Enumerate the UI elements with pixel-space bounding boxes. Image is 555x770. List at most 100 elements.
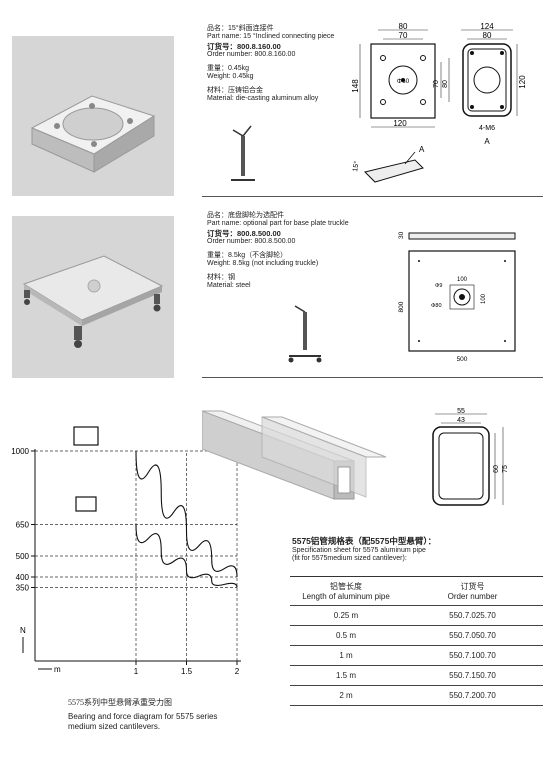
x-tick-label: 1 — [134, 667, 139, 676]
product2-info: 品名：底盘脚轮为选配件 Part name: optional part for… — [207, 212, 349, 290]
spec-length-cell: 2 m — [290, 685, 402, 706]
dim-100b: 100 — [481, 293, 487, 304]
product2-material-en: Material: steel — [207, 282, 251, 289]
inclined-connector-illustration — [30, 95, 156, 173]
dim-30: 30 — [398, 231, 405, 239]
product2-weight-en: Weight: 8.5kg (not including truckle) — [207, 260, 319, 267]
chart-caption-en-2: medium sized cantilevers. — [68, 722, 161, 731]
pipe-profile-drawing: 55 43 60 75 — [432, 408, 509, 506]
dim-43: 43 — [457, 417, 465, 424]
spec-order-cell: 550.7.150.70 — [402, 665, 543, 686]
spec-length-cell: 0.25 m — [290, 605, 402, 626]
chart-caption: 5575系列中型悬臂承重受力图 Bearing and force diagra… — [68, 698, 217, 732]
dim-148: 148 — [351, 79, 360, 93]
dim-70: 70 — [399, 31, 408, 40]
product1-name-cn: 品名：15°斜面连接件 — [207, 25, 274, 32]
product1-info: 品名：15°斜面连接件 Part name: 15 °Inclined conn… — [207, 25, 334, 103]
product1-technical-drawing: 80 70 Φ60 148 70 80 120 124 80 120 4-M6 … — [351, 22, 527, 183]
product2-small-stand-drawing — [288, 305, 322, 363]
spec-order-cell: 550.7.025.70 — [402, 605, 543, 626]
spec-header-row: 铝管长度 Length of aluminum pipe 订货号 Order n… — [290, 576, 543, 606]
product2-name-en: Part name: optional part for base plate … — [207, 220, 349, 227]
spec-title-en-1: Specification sheet for 5575 aluminum pi… — [292, 547, 426, 554]
product1-material-en: Material: die-casting aluminum alloy — [207, 95, 319, 102]
spec-length-cell: 1.5 m — [290, 665, 402, 686]
product1-weight-en: Weight: 0.45kg — [207, 73, 254, 80]
y-tick-label: 1000 — [11, 447, 29, 456]
series-line-2 — [135, 524, 238, 588]
dim-124: 124 — [480, 22, 494, 31]
dim-70b: 70 — [433, 80, 440, 88]
dim-phi60: Φ60 — [397, 78, 410, 85]
spec-order-cell: 550.7.100.70 — [402, 645, 543, 666]
y-tick-label: 350 — [16, 584, 30, 593]
aluminum-pipe-illustration — [202, 410, 387, 500]
product1-weight-cn: 重量：0.45kg — [207, 65, 250, 72]
section-label-a: A — [484, 137, 490, 146]
dim-80c: 80 — [442, 80, 449, 88]
spec-length-cell: 0.5 m — [290, 625, 402, 646]
product1-small-stand-drawing — [231, 125, 255, 181]
y-axis-label: N — [20, 626, 26, 635]
spec-col1-cn: 铝管长度 — [330, 582, 362, 591]
spec-title-en-2: (fit for 5575medium sized cantilever): — [292, 555, 407, 562]
spec-length-cell: 1 m — [290, 645, 402, 666]
product2-technical-drawing: 30 800 100 100 Φ9 Φ80 500 — [398, 231, 516, 363]
dim-55: 55 — [457, 408, 465, 415]
dim-80: 80 — [399, 22, 408, 31]
product2-material-cn: 材料：钢 — [207, 274, 235, 281]
base-plate-illustration — [22, 255, 164, 348]
product2-order-en: Order number: 800.8.500.00 — [207, 238, 296, 245]
divider-2 — [202, 377, 543, 378]
section-label-a2: A — [419, 145, 425, 154]
dim-500: 500 — [457, 356, 468, 363]
product-photo-inclined-connector — [12, 36, 174, 196]
dim-75: 75 — [502, 465, 509, 473]
spec-heading: 5575铝管规格表（配5575中型悬臂）： Specification shee… — [292, 535, 436, 563]
product2-name-cn: 品名：底盘脚轮为选配件 — [207, 212, 284, 219]
spec-col-length: 铝管长度 Length of aluminum pipe — [290, 576, 402, 606]
product-photo-base-plate — [12, 216, 174, 378]
spec-col2-cn: 订货号 — [460, 582, 485, 591]
spec-col-order: 订货号 Order number — [402, 576, 543, 606]
chart-caption-en-1: Bearing and force diagram for 5575 serie… — [68, 712, 218, 721]
product1-order-en: Order number: 800.8.160.00 — [207, 51, 296, 58]
x-tick-label: 1.5 — [181, 667, 193, 676]
product2-order-cn: 订货号：800.8.500.00 — [207, 229, 281, 238]
x-axis-label: m — [54, 665, 61, 674]
dim-800: 800 — [398, 301, 405, 312]
dim-phi9: Φ9 — [435, 283, 442, 289]
spec-table: 铝管长度 Length of aluminum pipe 订货号 Order n… — [290, 576, 543, 706]
chart-caption-cn: 5575系列中型悬臂承重受力图 — [68, 698, 172, 707]
dim-80b: 80 — [483, 31, 492, 40]
product1-name-en: Part name: 15 °Inclined connecting piece — [207, 33, 335, 40]
dim-100: 100 — [457, 277, 468, 283]
spec-title-cn: 5575铝管规格表（配5575中型悬臂）： — [292, 536, 437, 546]
dim-60: 60 — [493, 465, 500, 473]
spec-col2-en: Order number — [447, 592, 498, 601]
product1-material-cn: 材料：压铸铝合金 — [207, 87, 263, 94]
divider-1 — [202, 196, 543, 197]
y-tick-label: 500 — [16, 552, 30, 561]
series-line-1 — [135, 450, 238, 578]
spec-order-cell: 550.7.050.70 — [402, 625, 543, 646]
dim-15-degree: 15° — [351, 160, 361, 172]
product1-order-cn: 订货号：800.8.160.00 — [207, 42, 281, 51]
dim-phi80: Φ80 — [431, 303, 442, 309]
dim-4-m6: 4-M6 — [479, 125, 495, 132]
spec-col1-en: Length of aluminum pipe — [302, 592, 390, 601]
x-tick-label: 2 — [235, 667, 240, 676]
y-tick-label: 650 — [16, 521, 30, 530]
dim-120b: 120 — [518, 75, 527, 89]
product2-weight-cn: 重量：8.5kg（不含脚轮） — [207, 252, 288, 259]
spec-order-cell: 550.7.200.70 — [402, 685, 543, 706]
cantilever-icon — [73, 426, 99, 446]
cantilever-icon — [75, 496, 97, 512]
dim-120: 120 — [393, 119, 407, 128]
